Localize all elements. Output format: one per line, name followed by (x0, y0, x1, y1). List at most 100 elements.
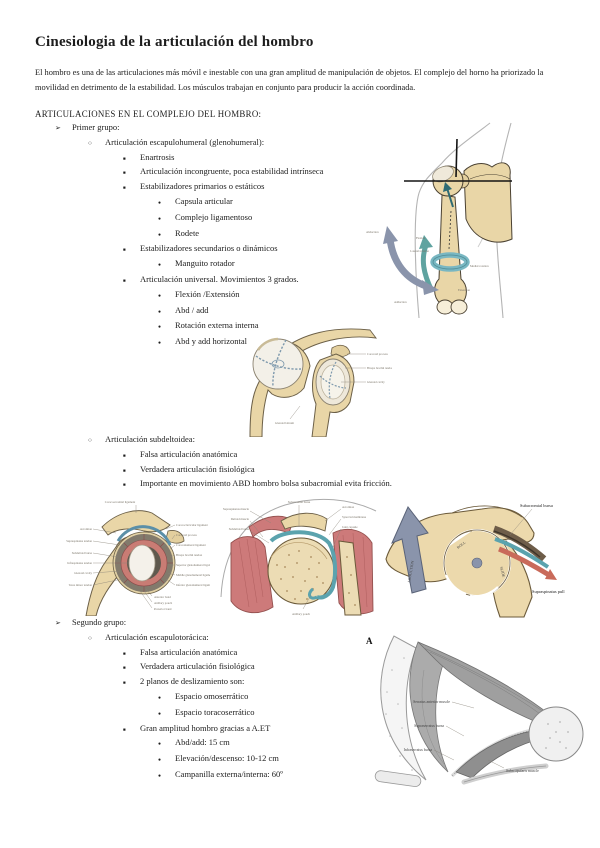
outline-item: ○Articulación escapulotorácica: (35, 631, 375, 646)
outline-item: ■Importante en movimiento ABD hombro bol… (35, 477, 475, 492)
bullet-marker: ● (158, 742, 162, 748)
outline-item-text: 2 planos de deslizamiento son: (140, 676, 245, 687)
glenoid-lateral-illustration: Coracoacromial ligament Acromion Suprasp… (66, 500, 210, 616)
rotation-ring (430, 252, 470, 272)
outline-item: ○Articulación escapulohumeral (glenohume… (35, 136, 375, 151)
outline-item-text: Verdadera articulación fisiológica (140, 463, 255, 474)
outline-item-text: Espacio toracoserrático (175, 706, 255, 717)
axillary-pouch-label: Axillary pouch (292, 612, 311, 616)
coracoid-process-label: Coracoid process (176, 533, 198, 537)
roll-label: ROLL (456, 540, 467, 550)
outline-item-text: Segundo grupo: (72, 617, 127, 627)
bullet-marker: ■ (123, 247, 126, 253)
coronal-section-illustration: Subacromial bursa Supraspinatus muscle D… (220, 498, 377, 616)
scapulothoracic-illustration: A (366, 635, 584, 787)
outline-item: ●Espacio omoserrático (35, 690, 375, 706)
bursa-leader (509, 508, 533, 536)
panel-marker: A (366, 636, 373, 646)
abduction-arrow-label: ABDUCTION (407, 560, 415, 583)
subacromial-bursa-label: Subacromial bursa (288, 500, 311, 504)
infraserratus-bursa-label: Infraserratus bursa (404, 748, 433, 752)
infraspinatus-tendon-label: Infraspinatus tendon (67, 561, 92, 565)
rotation-axis-arrow (443, 182, 454, 250)
abduction-mechanics-illustration: ABDUCTION ROLL SLIDE Subacromial bursa S… (385, 503, 565, 618)
outline-item: ●Complejo ligamentoso (35, 211, 375, 227)
bullet-marker: ■ (123, 650, 126, 656)
outline-item-text: Abd y add horizontal (175, 336, 247, 347)
acromion-label: Acromion (80, 527, 93, 531)
figure-abduction-mechanics: ABDUCTION ROLL SLIDE Subacromial bursa S… (382, 495, 587, 618)
joint-capsule-label: Joint capsule (342, 525, 358, 529)
bullet-marker: ■ (123, 277, 126, 283)
outline-item: ●Abd/add: 15 cm (35, 736, 375, 752)
bullet-marker: ● (158, 216, 162, 222)
bullet-marker: ➢ (55, 619, 61, 627)
outline-item: ○Articulación subdeltoidea: (35, 433, 475, 448)
lateral-rotation-label: Lateral rotation (410, 249, 429, 253)
bullet-marker: ■ (123, 726, 126, 732)
scapula-section (338, 540, 362, 616)
serratus-anterior-label: Serratus anterior muscle (413, 700, 450, 704)
bullet-marker: ● (158, 773, 162, 779)
outline-item: ■Enartrosis (35, 151, 375, 166)
outline-item-text: Falsa articulación anatómica (140, 448, 238, 459)
outline-item-text: Articulación incongruente, poca estabili… (140, 166, 324, 177)
outline-item: ● Rodete (35, 227, 375, 243)
glenoid-cavity-label: Glenoid cavity (74, 571, 92, 575)
synovial-membrane-label: Synovial membrane (342, 515, 367, 519)
outline-item: ●Capsula articular (35, 195, 375, 211)
teres-minor-label: Teres minor tendon (69, 583, 93, 587)
label-leaders (92, 505, 176, 609)
outline-item: ■Articulación incongruente, poca estabil… (35, 165, 375, 180)
bullet-marker: ■ (123, 482, 126, 488)
subacromial-bursa-label: Subacromial bursa (520, 503, 553, 508)
figure-scapulothoracic-axial: A (360, 630, 589, 790)
medial-rotation-label: Medial rotation (470, 264, 489, 268)
figure-glenohumeral-joint-open: Coracoid process Biceps brachii tendon (… (220, 324, 392, 437)
extension-label: Extension (458, 288, 470, 292)
outline-item-text: Articulación subdeltoidea: (105, 434, 195, 444)
outline-item: ➢ Segundo grupo: (35, 616, 375, 631)
rib-end-bones (374, 763, 549, 787)
outline-item: ■ Verdadera articulación fisiológica (35, 660, 375, 675)
outline-item-text: Manguito rotador (175, 258, 235, 269)
thorax-crescent (380, 635, 427, 781)
glenohumeral-open-illustration: Coracoid process Biceps brachii tendon (… (249, 328, 392, 437)
acromion (280, 512, 328, 532)
bullet-marker: ■ (123, 185, 126, 191)
outline-item-text: Articulación escapulotorácica: (105, 631, 209, 642)
outline-item-text: Campanilla externa/interna: 60º (175, 768, 283, 779)
outline-item: ■Falsa articulación anatómica (35, 646, 375, 661)
anterior-band-label: Anterior band (154, 595, 171, 599)
axes-lines (404, 138, 512, 182)
bullet-marker: ● (158, 263, 162, 269)
adduction-label: Adduction (394, 300, 407, 304)
outline-list-second-group: ➢ Segundo grupo: ○Articulación escapulotor… (35, 616, 375, 784)
outline-item-text: Rotación externa interna (175, 320, 259, 331)
bullet-marker: ➢ (55, 124, 61, 132)
outline-item-text: Rodete (175, 227, 200, 238)
outline-item: ●Abd / add (35, 304, 375, 320)
subdeltoid-bursa-label: Subdeltoid bursa (229, 527, 250, 531)
outline-item-text: Elevación/descenso: 10-12 cm (175, 753, 279, 764)
bullet-marker: ● (158, 325, 162, 331)
outline-item: ■ Estabilizadores secundarios o dinámicos (35, 242, 375, 257)
superior-gh-ligament-label: Superior glenohumeral ligament (176, 563, 210, 567)
outline-item-text: Gran amplitud hombro gracias a A.ET (140, 722, 271, 733)
bullet-marker: ■ (123, 665, 126, 671)
outline-item-text: Primer grupo: (72, 122, 120, 132)
acromion-label: Acromion (342, 505, 355, 509)
glenoid-labrum-label: Glenoid labrum (275, 421, 295, 425)
outline-item-text: Estabilizadores secundarios o dinámicos (140, 243, 278, 254)
outline-item-text: Capsula articular (175, 195, 233, 206)
bullet-marker: ○ (88, 139, 92, 147)
humerus-motion-illustration: Abduction Adduction Flexion Extension La… (366, 122, 513, 319)
bullet-marker: ● (158, 232, 162, 238)
deltoid-muscle-label: Deltoid muscle (231, 517, 250, 521)
subscapularis-label: Subscapularis muscle (506, 769, 539, 773)
biceps-tendon-label: Biceps brachii tendon (176, 553, 203, 557)
label-leaders (249, 505, 342, 610)
outline-item-text: Verdadera articulación fisiológica (140, 661, 255, 672)
subdeltoid-bursa-label: Subdeltoid bursa (72, 551, 93, 555)
